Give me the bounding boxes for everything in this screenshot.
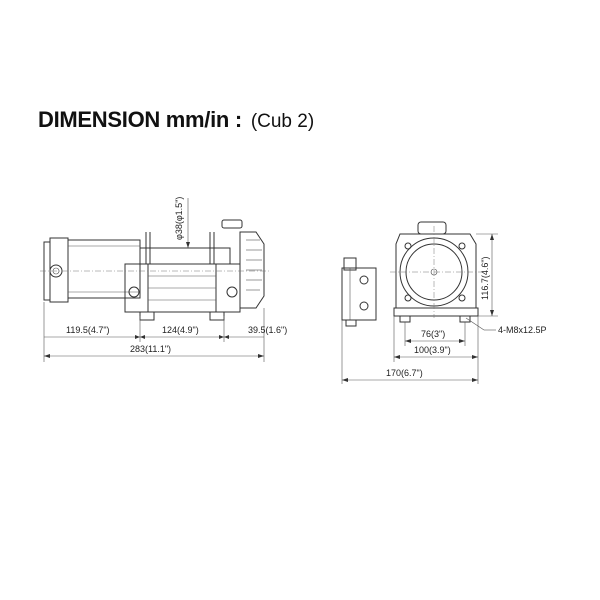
top-lug [417,221,447,235]
dim-right: 39.5(1.6") [248,325,287,335]
dim-left: 119.5(4.7") [66,325,110,335]
motor-body [67,239,141,299]
bolt-spec: 4-M8x12.5P [498,325,547,335]
page-title: DIMENSION mm/in : (Cub 2) [38,98,314,135]
side-view: 116.7(4.6") 4-M8x12.5P 76(3") 100(3.9") … [341,221,547,384]
drum-cover [139,247,231,265]
drum-housing [395,233,477,309]
title-sub: (Cub 2) [250,111,315,132]
dim-front-overall: 283(11.1") [130,344,171,354]
gearbox [239,231,265,309]
base-plate [393,307,479,317]
title-main: DIMENSION mm/in : [38,107,242,132]
control-box [341,267,377,321]
dim-bolt-spacing: 76(3") [421,329,445,339]
clutch-handle [221,219,243,229]
dim-side-overall: 170(6.7") [386,368,423,378]
front-view: φ38(φ1.5") 119.5(4.7") 124(4.9") 39.5(1.… [40,197,287,362]
dim-base-width: 100(3.9") [414,345,451,355]
left-bolt [128,286,140,298]
dim-side-height: 116.7(4.6") [480,256,490,300]
right-bolt [226,286,238,298]
dim-center: 124(4.9") [162,325,199,335]
dim-drum-diameter: φ38(φ1.5") [174,197,184,240]
